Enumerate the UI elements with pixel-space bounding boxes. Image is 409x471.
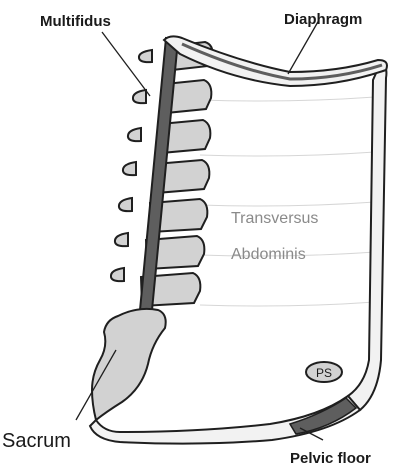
transversus-fiber-lines: [200, 97, 375, 306]
diaphragm-label: Diaphragm: [284, 11, 362, 28]
multifidus-label: Multifidus: [40, 13, 111, 30]
diaphragm-muscle: [164, 36, 387, 86]
transversus-abdominis-wall: [348, 62, 386, 410]
sacrum-label: Sacrum: [2, 430, 71, 452]
sacrum-bone: [92, 309, 166, 420]
transversus-label-line2: Abdominis: [231, 246, 306, 263]
ps-label: PS: [316, 366, 332, 380]
transversus-label-line1: Transversus: [231, 210, 318, 227]
pelvic-floor-label: Pelvic floor: [290, 450, 371, 467]
